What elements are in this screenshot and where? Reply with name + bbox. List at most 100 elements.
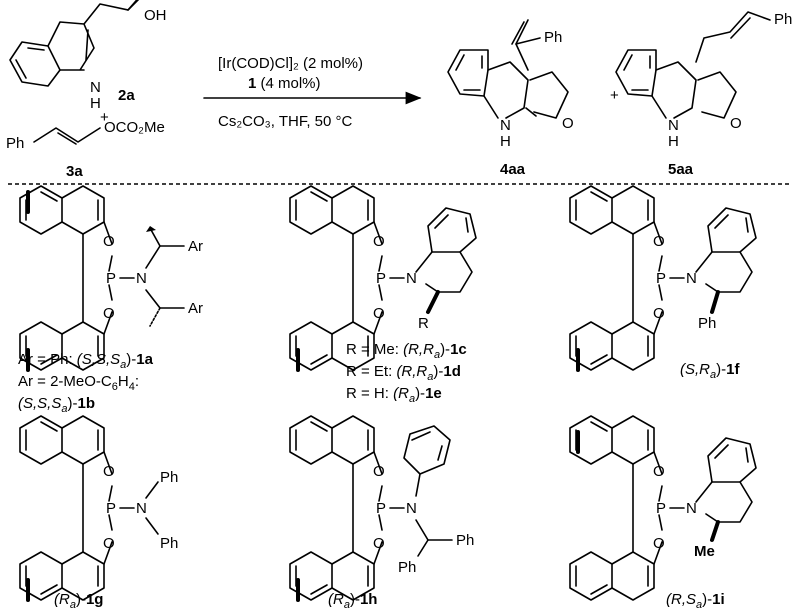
- indole-nh-label: N: [90, 79, 101, 96]
- caption-1f-stereo: (S,R: [680, 361, 710, 378]
- condition-ligand: 1 (4 mol%): [248, 75, 321, 92]
- caption-1c-stereo: (R,R: [403, 341, 434, 358]
- o-upper-1a: O: [103, 233, 115, 250]
- caption-1c-r: R = Me:: [346, 341, 403, 358]
- n-1a: N: [136, 270, 147, 287]
- caption-1f: (S,Ra)-1f: [680, 361, 740, 381]
- caption-1a: Ar = Ph: (S,S,Sa)-1a: [18, 351, 154, 371]
- o-lower-1g: O: [103, 535, 115, 552]
- o-label-5aa: O: [730, 115, 742, 132]
- ph-label-1h: Ph: [456, 532, 474, 549]
- caption-1b-stereo: (S,S,S: [18, 395, 61, 412]
- n-label-4aa: N: [500, 117, 511, 134]
- o-lower-1i: O: [653, 535, 665, 552]
- caption-1e: R = H: (Ra)-1e: [346, 385, 442, 405]
- r-label-1c: R: [418, 315, 429, 332]
- product-4aa: Ph N H O 4aa: [447, 19, 574, 178]
- caption-1b-ar-text: Ar = 2-MeO-C: [18, 373, 112, 390]
- o-label-4aa: O: [562, 115, 574, 132]
- caption-1b-h: H: [118, 373, 129, 390]
- p-1g: P: [106, 500, 116, 517]
- ligand-1a-1b: O O P N Ar Ar Ar = Ph: (S,S,Sa)-1a Ar = …: [18, 185, 203, 415]
- caption-1f-sub: a: [710, 369, 716, 381]
- ph-label-3a: Ph: [6, 135, 24, 152]
- caption-1e-stereo: (R: [393, 385, 409, 402]
- caption-1g-post: )-: [76, 591, 86, 608]
- o-lower-1a: O: [103, 305, 115, 322]
- h-label-4aa: H: [500, 133, 511, 150]
- n-label-5aa: N: [668, 117, 679, 134]
- caption-1b-sub6: 6: [112, 381, 118, 393]
- caption-1f-id: 1f: [726, 361, 740, 378]
- o-lower-1h: O: [373, 535, 385, 552]
- o-upper-1f: O: [653, 233, 665, 250]
- o-lower-1c: O: [373, 305, 385, 322]
- me-label-1i: Me: [694, 543, 715, 560]
- p-1a: P: [106, 270, 116, 287]
- caption-1i-post: )-: [702, 591, 712, 608]
- substrate-2a: OH N H 2a: [9, 0, 167, 112]
- caption-1b-sub: a: [61, 403, 67, 415]
- o-upper-1h: O: [373, 463, 385, 480]
- condition-base-solvent: Cs₂CO₃, THF, 50 °C: [218, 113, 353, 130]
- caption-1a-sub: a: [120, 359, 126, 371]
- caption-1d-stereo: (R,R: [396, 363, 427, 380]
- n-1i: N: [686, 500, 697, 517]
- caption-1c-sub: a: [434, 349, 440, 361]
- caption-1h-stereo: (R: [328, 591, 344, 608]
- caption-1a-ar: Ar = Ph:: [18, 351, 77, 368]
- caption-1f-post: )-: [716, 361, 726, 378]
- caption-1b-id: 1b: [77, 395, 95, 412]
- n-1h: N: [406, 500, 417, 517]
- ph-upper-1g: Ph: [160, 469, 178, 486]
- p-1f: P: [656, 270, 666, 287]
- ph-label-4aa: Ph: [544, 29, 562, 46]
- caption-1h-id: 1h: [360, 591, 378, 608]
- caption-1b-sub4: 4: [129, 381, 135, 393]
- ph-label-5aa: Ph: [774, 11, 792, 28]
- ligand-1c-1e: O O P N R R = Me: (R,Ra)-1c R = Et: (R,R…: [289, 185, 477, 405]
- p-1h: P: [376, 500, 386, 517]
- compound-label-3a: 3a: [66, 163, 83, 180]
- oco2me-label: OCO₂Me: [104, 119, 165, 136]
- o-lower-1f: O: [653, 305, 665, 322]
- caption-1d: R = Et: (R,Ra)-1d: [346, 363, 461, 383]
- n-1g: N: [136, 500, 147, 517]
- caption-1h-post: )-: [350, 591, 360, 608]
- caption-1i: (R,Sa)-1i: [666, 591, 725, 611]
- ph-label-1f: Ph: [698, 315, 716, 332]
- caption-1g-id: 1g: [86, 591, 104, 608]
- caption-1g-sub: a: [70, 599, 76, 611]
- caption-1d-r: R = Et:: [346, 363, 396, 380]
- compound-label-2a: 2a: [118, 87, 135, 104]
- condition-ligand-number: 1: [248, 75, 256, 92]
- caption-1b: (S,S,Sa)-1b: [18, 395, 95, 415]
- caption-1a-stereo: (S,S,S: [77, 351, 120, 368]
- ligand-1f: O O P N Ph (S,Ra)-1f: [569, 185, 757, 381]
- caption-1g: (Ra)-1g: [54, 591, 103, 611]
- ligand-1h: O O P N Ph Ph (Ra)-1h: [289, 415, 474, 611]
- n-1c: N: [406, 270, 417, 287]
- caption-1e-post: )-: [415, 385, 425, 402]
- caption-1b-colon: :: [135, 373, 139, 390]
- caption-1i-sub: a: [696, 599, 702, 611]
- condition-catalyst: [Ir(COD)Cl]₂ (2 mol%): [218, 55, 363, 72]
- ligand-1i: O O P N Me (R,Sa)-1i: [569, 415, 757, 611]
- plus-sign-reactants: +: [100, 109, 109, 126]
- product-5aa: Ph N H O 5aa: [615, 11, 792, 178]
- caption-1d-post: )-: [433, 363, 443, 380]
- compound-label-4aa: 4aa: [500, 161, 526, 178]
- o-upper-1g: O: [103, 463, 115, 480]
- caption-1i-id: 1i: [712, 591, 725, 608]
- caption-1c-id: 1c: [450, 341, 467, 358]
- caption-1a-id: 1a: [136, 351, 153, 368]
- substrate-3a: Ph OCO₂Me 3a: [6, 119, 165, 180]
- ligand-1g: O O P N Ph Ph (Ra)-1g: [19, 415, 178, 611]
- p-1c: P: [376, 270, 386, 287]
- caption-1e-sub: a: [409, 393, 415, 405]
- caption-1i-stereo: (R,S: [666, 591, 696, 608]
- caption-1b-ar: Ar = 2-MeO-C6H4:: [18, 373, 139, 393]
- indole-h-label: H: [90, 95, 101, 112]
- compound-label-5aa: 5aa: [668, 161, 694, 178]
- h-label-5aa: H: [668, 133, 679, 150]
